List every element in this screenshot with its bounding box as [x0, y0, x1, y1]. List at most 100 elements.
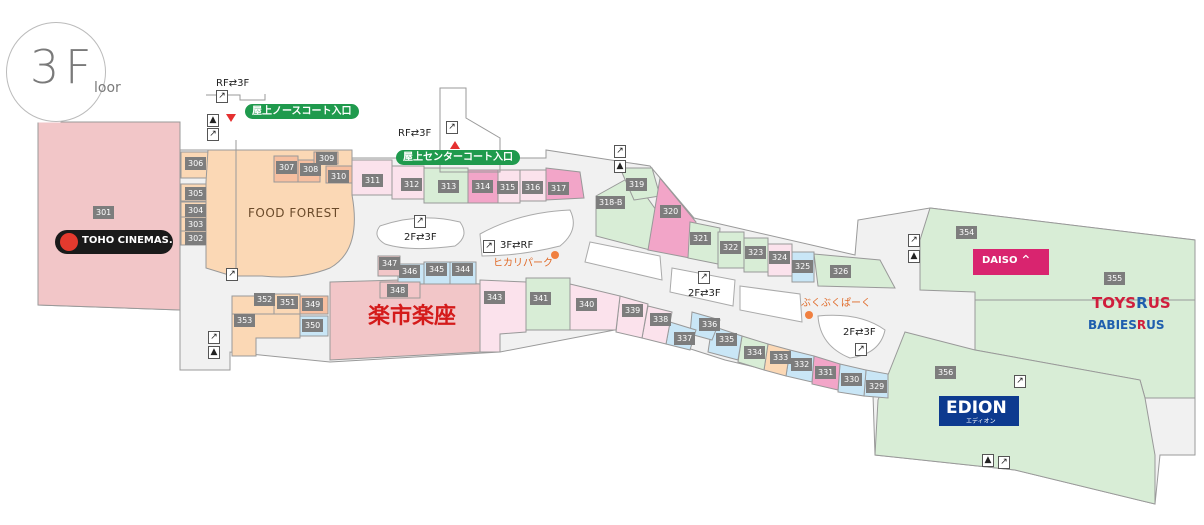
transfer-2f-3f-east[interactable]: 2F⇄3F: [843, 327, 876, 338]
shop-number-326: 326: [830, 265, 852, 278]
escalator-icon[interactable]: ↗: [998, 456, 1010, 469]
shop-number-313: 313: [438, 180, 460, 193]
shop-number-317: 317: [548, 182, 570, 195]
transfer-3f-rf[interactable]: 3F⇄RF: [500, 240, 534, 251]
shop-number-305: 305: [185, 187, 207, 200]
shop-number-332: 332: [791, 358, 813, 371]
atrium-void-6: [817, 314, 886, 359]
elevator-icon[interactable]: ▲: [207, 114, 219, 127]
transfer-2f-3f-middle[interactable]: 2F⇄3F: [688, 288, 721, 299]
shop-number-323: 323: [745, 246, 767, 259]
atrium-void-2: [479, 209, 574, 257]
food-forest-logo[interactable]: FOOD FOREST: [248, 206, 340, 220]
transfer-rf-3f-center[interactable]: RF⇄3F: [398, 128, 432, 139]
elevator-icon[interactable]: ▲: [208, 346, 220, 359]
escalator-icon[interactable]: ↗: [614, 145, 626, 158]
escalator-icon[interactable]: ↗: [855, 343, 867, 356]
shop-number-345: 345: [426, 263, 448, 276]
toho-logo-bar: [55, 230, 173, 254]
escalator-icon[interactable]: ↗: [446, 121, 458, 134]
shop-number-350: 350: [302, 319, 324, 332]
north-court-outline: [206, 94, 266, 101]
shop-number-339: 339: [622, 304, 644, 317]
shop-number-351: 351: [277, 296, 299, 309]
escalator-icon[interactable]: ↗: [1014, 375, 1026, 388]
rakuichi-logo[interactable]: 楽市楽座: [368, 303, 457, 329]
escalator-icon[interactable]: ↗: [483, 240, 495, 253]
shop-number-352: 352: [254, 293, 276, 306]
bukubuku-park-label[interactable]: ぶくぶくぱーく: [801, 298, 871, 309]
atrium-void-4: [669, 267, 736, 307]
toho-logo-mark: [60, 233, 78, 251]
hikari-park-label[interactable]: ヒカリパーク: [493, 258, 553, 269]
shop-number-314: 314: [472, 180, 494, 193]
shop-number-319: 319: [626, 178, 648, 191]
shop-number-338: 338: [650, 313, 672, 326]
escalator-icon[interactable]: ↗: [216, 90, 228, 103]
shop-number-306: 306: [185, 157, 207, 170]
shop-number-354: 354: [956, 226, 978, 239]
north-court-marker: [226, 114, 236, 122]
elevator-icon[interactable]: ▲: [908, 250, 920, 263]
transfer-rf-3f-north[interactable]: RF⇄3F: [216, 78, 250, 89]
shop-number-347: 347: [379, 257, 401, 270]
daiso-chevron-icon: ⌃: [1020, 253, 1032, 269]
shop-354-area[interactable]: [919, 207, 1196, 301]
shop-number-353: 353: [234, 314, 256, 327]
shop-number-335: 335: [716, 333, 738, 346]
shop-number-308: 308: [300, 163, 322, 176]
escalator-icon[interactable]: ↗: [226, 268, 238, 281]
shop-number-330: 330: [841, 373, 863, 386]
rakuichi-area[interactable]: [329, 279, 481, 361]
edion-logo[interactable]: EDION: [946, 398, 1007, 418]
center-court-sign[interactable]: 屋上センターコート入口: [396, 150, 520, 165]
shop-326-area[interactable]: [813, 253, 896, 289]
shop-number-303: 303: [185, 218, 207, 231]
escalator-icon[interactable]: ↗: [414, 215, 426, 228]
elevator-icon[interactable]: ▲: [982, 454, 994, 467]
daiso-logo-box: [973, 249, 1049, 275]
shop-number-312: 312: [401, 178, 423, 191]
escalator-icon[interactable]: ↗: [208, 331, 220, 344]
atrium-void-1: [376, 217, 465, 250]
shop-number-315: 315: [497, 181, 519, 194]
shop-number-311: 311: [362, 174, 384, 187]
shop-number-355: 355: [1104, 272, 1126, 285]
edion-logo-box: [939, 396, 1019, 426]
bukubuku-park-point[interactable]: [805, 311, 813, 319]
floor-circle: [6, 22, 106, 122]
shop-number-310: 310: [328, 170, 350, 183]
daiso-logo[interactable]: DAISO: [982, 255, 1018, 266]
transfer-2f-3f-west[interactable]: 2F⇄3F: [404, 232, 437, 243]
shop-number-333: 333: [770, 351, 792, 364]
babies-us: US: [1146, 318, 1165, 332]
center-court-marker: [450, 141, 460, 149]
escalator-icon[interactable]: ↗: [207, 128, 219, 141]
shop-number-343: 343: [484, 291, 506, 304]
shop-number-324: 324: [769, 251, 791, 264]
elevator-icon[interactable]: ▲: [614, 160, 626, 173]
shop-number-341: 341: [530, 292, 552, 305]
babies-logo[interactable]: BABIESRUS: [1088, 318, 1165, 332]
toho-cinemas-logo[interactable]: TOHO CINEMAS.: [82, 235, 173, 246]
shop-339-area[interactable]: [615, 295, 649, 339]
shop-number-349: 349: [302, 298, 324, 311]
toys-logo[interactable]: TOYSRUS: [1092, 294, 1171, 312]
shop-number-318b: 318-B: [596, 196, 626, 209]
shop-number-309: 309: [316, 152, 338, 165]
shop-number-348: 348: [387, 284, 409, 297]
shop-number-325: 325: [792, 260, 814, 273]
escalator-icon[interactable]: ↗: [698, 271, 710, 284]
toys-r: R: [1136, 294, 1148, 312]
shop-number-331: 331: [815, 366, 837, 379]
hikari-park-point[interactable]: [551, 251, 559, 259]
atrium-void-3: [584, 241, 663, 281]
shop-number-337: 337: [674, 332, 696, 345]
shop-number-340: 340: [576, 298, 598, 311]
shop-number-301: 301: [93, 206, 115, 219]
north-court-sign[interactable]: 屋上ノースコート入口: [245, 104, 359, 119]
escalator-icon[interactable]: ↗: [908, 234, 920, 247]
atrium-void-5: [739, 285, 803, 323]
shop-number-316: 316: [522, 181, 544, 194]
babies-r: R: [1136, 318, 1147, 332]
